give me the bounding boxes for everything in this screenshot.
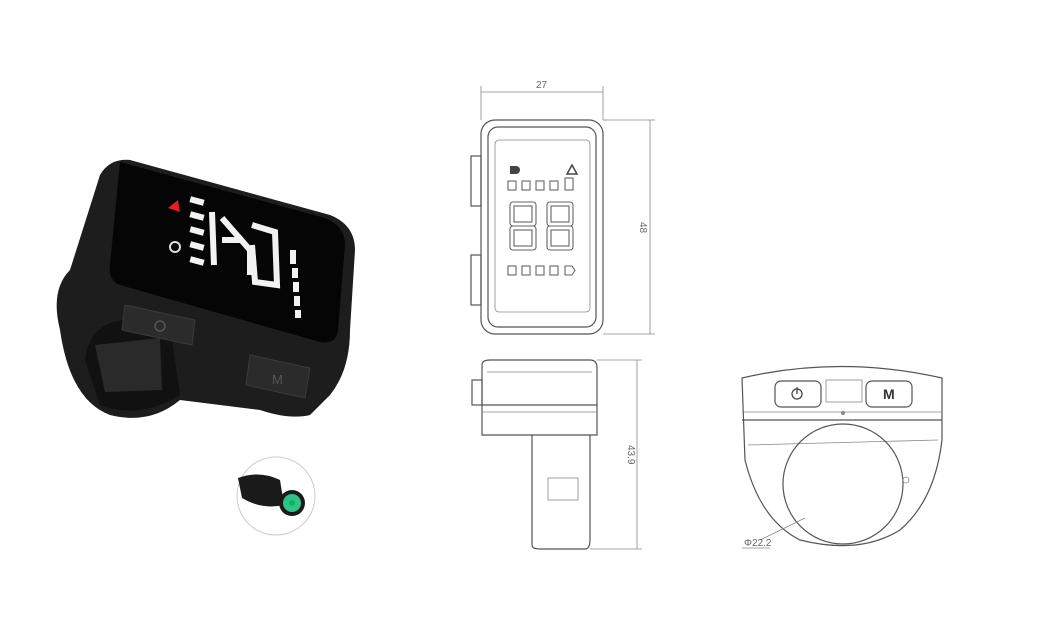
front-view-drawing: 27 48 <box>470 80 655 335</box>
mode-button-label: M <box>272 372 283 387</box>
width-dimension-label: 27 <box>536 80 548 91</box>
display-screen <box>109 162 345 343</box>
seven-segment-digits <box>509 201 574 251</box>
bottom-view-drawing: M Φ22.2 <box>741 365 943 549</box>
mode-button <box>865 380 913 408</box>
mode-button <box>245 354 311 399</box>
side-height-dimension-label: 43.9 <box>625 445 636 465</box>
connector-photo <box>236 456 316 536</box>
headlight-icon <box>169 241 181 253</box>
power-icon <box>154 320 166 332</box>
mode-button-label: M <box>883 386 895 402</box>
height-dimension-label: 48 <box>637 222 648 234</box>
warning-icon <box>168 200 180 212</box>
power-button <box>774 380 822 408</box>
headlight-icon <box>510 166 520 174</box>
diameter-dimension-label: Φ22.2 <box>744 538 772 549</box>
warning-icon <box>565 163 579 175</box>
power-button <box>121 304 196 346</box>
speed-bars-left <box>189 196 205 266</box>
digit-display <box>209 211 281 289</box>
battery-bars <box>507 177 574 191</box>
assist-level-bars <box>507 265 576 276</box>
side-view-drawing: 43.9 <box>471 359 642 550</box>
speed-bars-right <box>290 250 301 318</box>
product-photo: M <box>56 159 356 418</box>
